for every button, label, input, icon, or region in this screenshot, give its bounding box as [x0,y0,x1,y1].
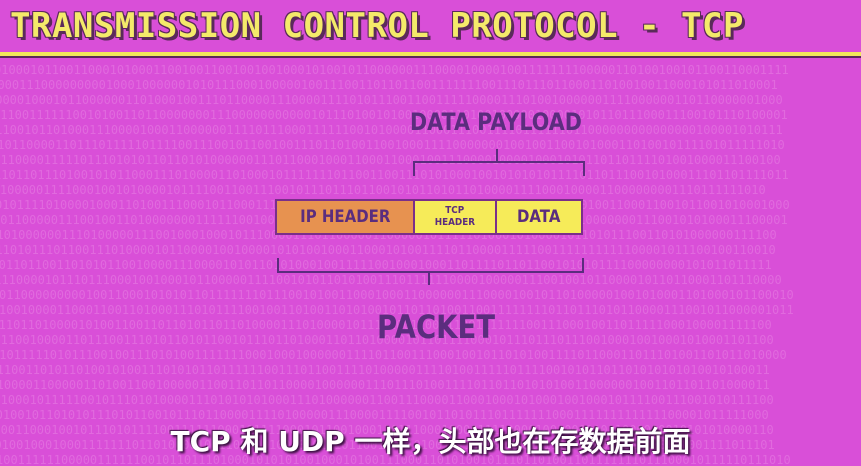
binary-texture-row: 0000010001011000000110100010011101100001… [0,93,783,107]
data-payload-bracket [413,161,585,176]
binary-texture-row: 0111100000111100010010100001011110011001… [0,183,766,197]
binary-texture-row: 1011010111011001110100001011000010010000… [0,243,776,257]
title-bar: TRANSMISSION CONTROL PROTOCOL - TCP [0,0,861,58]
binary-texture-row: 1110011111100101001101100000001110000000… [0,108,788,122]
binary-texture-row: 1000011100000000010001000000101011100010… [0,78,778,92]
binary-texture-row: 1111000011000001101001100100000110011011… [0,378,770,392]
data-payload-label: DATA PAYLOAD [410,108,582,136]
binary-texture-row: 1101101110100101011000111010000110100010… [0,168,789,182]
tcp-header-label-line1: TCP [445,205,465,216]
binary-texture-row: 0110010110100011100001000110000001111011… [0,123,783,137]
binary-texture-row: 0110000000001001100010101011011111110111… [0,288,794,302]
binary-texture-row: 0101111101011100100111010100111111100010… [0,348,787,362]
ip-header-segment: IP HEADER [277,201,415,233]
data-segment: DATA [497,201,581,233]
packet-diagram: IP HEADER TCP HEADER DATA [275,199,583,235]
binary-texture-row: 0100010110011000101000110010011001001001… [0,63,789,77]
ip-header-label: IP HEADER [299,207,391,227]
data-payload-bracket-tick [496,149,498,162]
tcp-header-label-line2: HEADER [434,217,476,228]
packet-bracket-tick [428,272,430,285]
title-underline [0,52,861,58]
binary-texture-row: 0111000010111011100010010001011000001111… [0,273,782,287]
binary-texture-row: 1101100001101110111110111100111001011001… [0,138,785,152]
tcp-header-segment: TCP HEADER [415,201,497,233]
binary-texture-row: 1011000011111011101010110110101000000111… [0,153,781,167]
page-title: TRANSMISSION CONTROL PROTOCOL - TCP [10,6,744,46]
packet-label: PACKET [377,308,496,346]
subtitle-caption: TCP 和 UDP 一样，头部也在存数据前面 [170,425,691,458]
packet-bracket [277,258,584,273]
binary-texture-row: 0001100110101101001010011101010110111111… [0,363,770,377]
binary-texture-row: 1101000101111100101110101000011101010101… [0,393,774,407]
data-label: DATA [517,207,561,227]
